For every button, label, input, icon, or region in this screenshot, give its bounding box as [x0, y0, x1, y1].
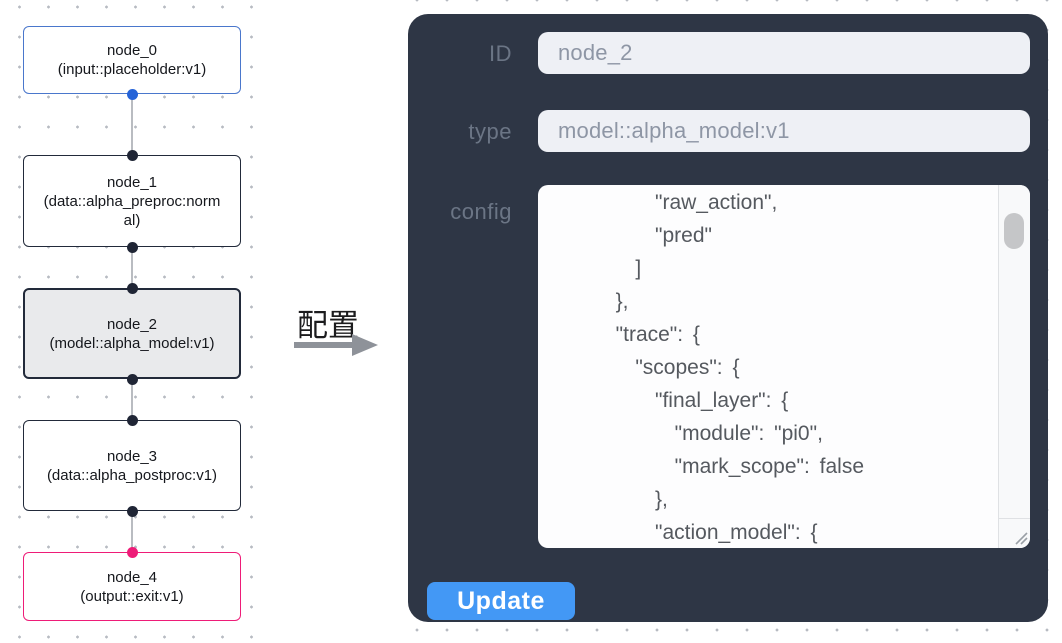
- config-field-label: config: [450, 199, 512, 224]
- flow-node-node4[interactable]: node_4 (output::exit:v1): [23, 552, 241, 621]
- node-title: node_1: [106, 173, 158, 191]
- scrollbar-thumb[interactable]: [1004, 213, 1024, 249]
- port-node2-out[interactable]: [126, 373, 138, 385]
- config-editor[interactable]: "raw_action", "pred" ] }, "trace": { "sc…: [615, 191, 864, 544]
- port-node1-out[interactable]: [126, 241, 138, 253]
- port-node0-out[interactable]: [126, 88, 138, 100]
- node-title: node_2: [106, 315, 158, 333]
- edge-node3-node4: [131, 511, 133, 552]
- node-title: node_4: [106, 568, 158, 586]
- transition-label: 配置: [297, 308, 359, 343]
- resize-corner[interactable]: [999, 518, 1030, 548]
- node-type: (data::alpha_postproc:v1): [46, 466, 218, 484]
- node-type: (model::alpha_model:v1): [49, 334, 215, 352]
- config-scrollbar[interactable]: [998, 185, 1030, 548]
- port-node4-in[interactable]: [126, 546, 138, 558]
- id-input[interactable]: [538, 32, 1030, 74]
- node-type: (output::exit:v1): [80, 587, 184, 605]
- edge-node1-node2: [131, 247, 133, 288]
- node-type: (input::placeholder:v1): [57, 61, 207, 78]
- arrow-right-icon: [352, 334, 378, 356]
- port-node3-in[interactable]: [126, 414, 138, 426]
- port-node2-in[interactable]: [126, 282, 138, 294]
- edge-node2-node3: [131, 379, 133, 420]
- edge-node0-node1: [131, 94, 133, 155]
- config-editor-box: "raw_action", "pred" ] }, "trace": { "sc…: [538, 185, 1030, 548]
- id-field-label: ID: [489, 41, 512, 66]
- port-node1-in[interactable]: [126, 149, 138, 161]
- flow-node-node0[interactable]: node_0 (input::placeholder:v1): [23, 26, 241, 94]
- update-button[interactable]: Update: [427, 582, 575, 620]
- node-config-panel: ID type config "raw_action", "pred" ] },…: [408, 14, 1048, 622]
- port-node3-out[interactable]: [126, 505, 138, 517]
- resize-handle-icon: [1015, 532, 1028, 545]
- flow-node-node2-selected[interactable]: node_2 (model::alpha_model:v1): [23, 288, 241, 379]
- flow-node-node1[interactable]: node_1 (data::alpha_preproc:normal): [23, 155, 241, 247]
- node-title: node_3: [106, 447, 158, 465]
- type-field-label: type: [468, 119, 512, 144]
- arrow-right-icon: [294, 342, 354, 348]
- node-type: (data::alpha_preproc:normal): [43, 192, 221, 229]
- node-title: node_0: [106, 42, 158, 59]
- flow-node-node3[interactable]: node_3 (data::alpha_postproc:v1): [23, 420, 241, 511]
- type-input[interactable]: [538, 110, 1030, 152]
